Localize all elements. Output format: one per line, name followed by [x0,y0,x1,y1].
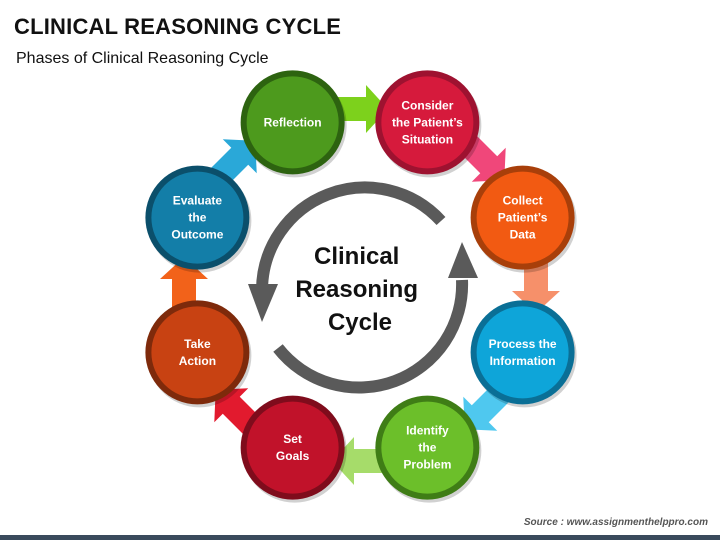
phase-label-line: Situation [402,132,453,146]
phase-label-line: the [418,441,436,455]
phase-label-line: Identify [406,424,449,438]
phase-label-line: Goals [276,449,310,463]
center-cycle-arrow-top [256,181,446,291]
phase-label-line: Information [490,354,556,368]
center-cycle-arrow-bottom [273,279,469,394]
phase-label-line: Problem [403,458,451,472]
phase-label-line: Patient’s [498,211,548,225]
phase-label-line: Reflection [264,115,322,129]
phase-label-line: Set [283,432,302,446]
phase-label-line: the Patient’s [392,115,463,129]
source-credit: Source : www.assignmenthelppro.com [523,517,708,528]
phase-node-fill [151,171,244,264]
phase-label-line: Process the [489,337,557,351]
connector-arrow-take-action [160,257,208,311]
connector-arrow-identify-problem [332,437,386,485]
phase-node-fill [476,171,569,264]
center-title: Clinical Reasoning Cycle [295,243,424,336]
phase-label-line: Action [179,354,216,368]
phase-label-reflection: Reflection [264,115,322,129]
center-cycle-arrowhead-left [248,284,278,322]
connector-arrow-reflection [334,85,388,133]
center-cycle-arrowhead-right [448,242,478,278]
phase-label-line: Data [510,228,536,242]
slide-title: CLINICAL REASONING CYCLE [14,14,342,39]
phase-node-fill [246,401,339,494]
phase-label-line: the [188,211,206,225]
phase-node-fill [151,306,244,399]
phase-label-line: Take [184,337,211,351]
connector-arrow-collect-data [512,259,560,313]
phase-label-line: Evaluate [173,194,223,208]
phase-label-line: Collect [503,194,543,208]
phase-label-line: Outcome [171,228,223,242]
phase-node-fill [381,76,474,169]
phase-label-line: Consider [401,98,453,112]
phase-node-fill [246,76,339,169]
slide-subtitle: Phases of Clinical Reasoning Cycle [16,50,269,67]
phase-node-reflection: Reflection [240,70,347,178]
phase-node-fill [381,401,474,494]
bottom-bar [0,535,720,540]
phase-node-fill [476,306,569,399]
